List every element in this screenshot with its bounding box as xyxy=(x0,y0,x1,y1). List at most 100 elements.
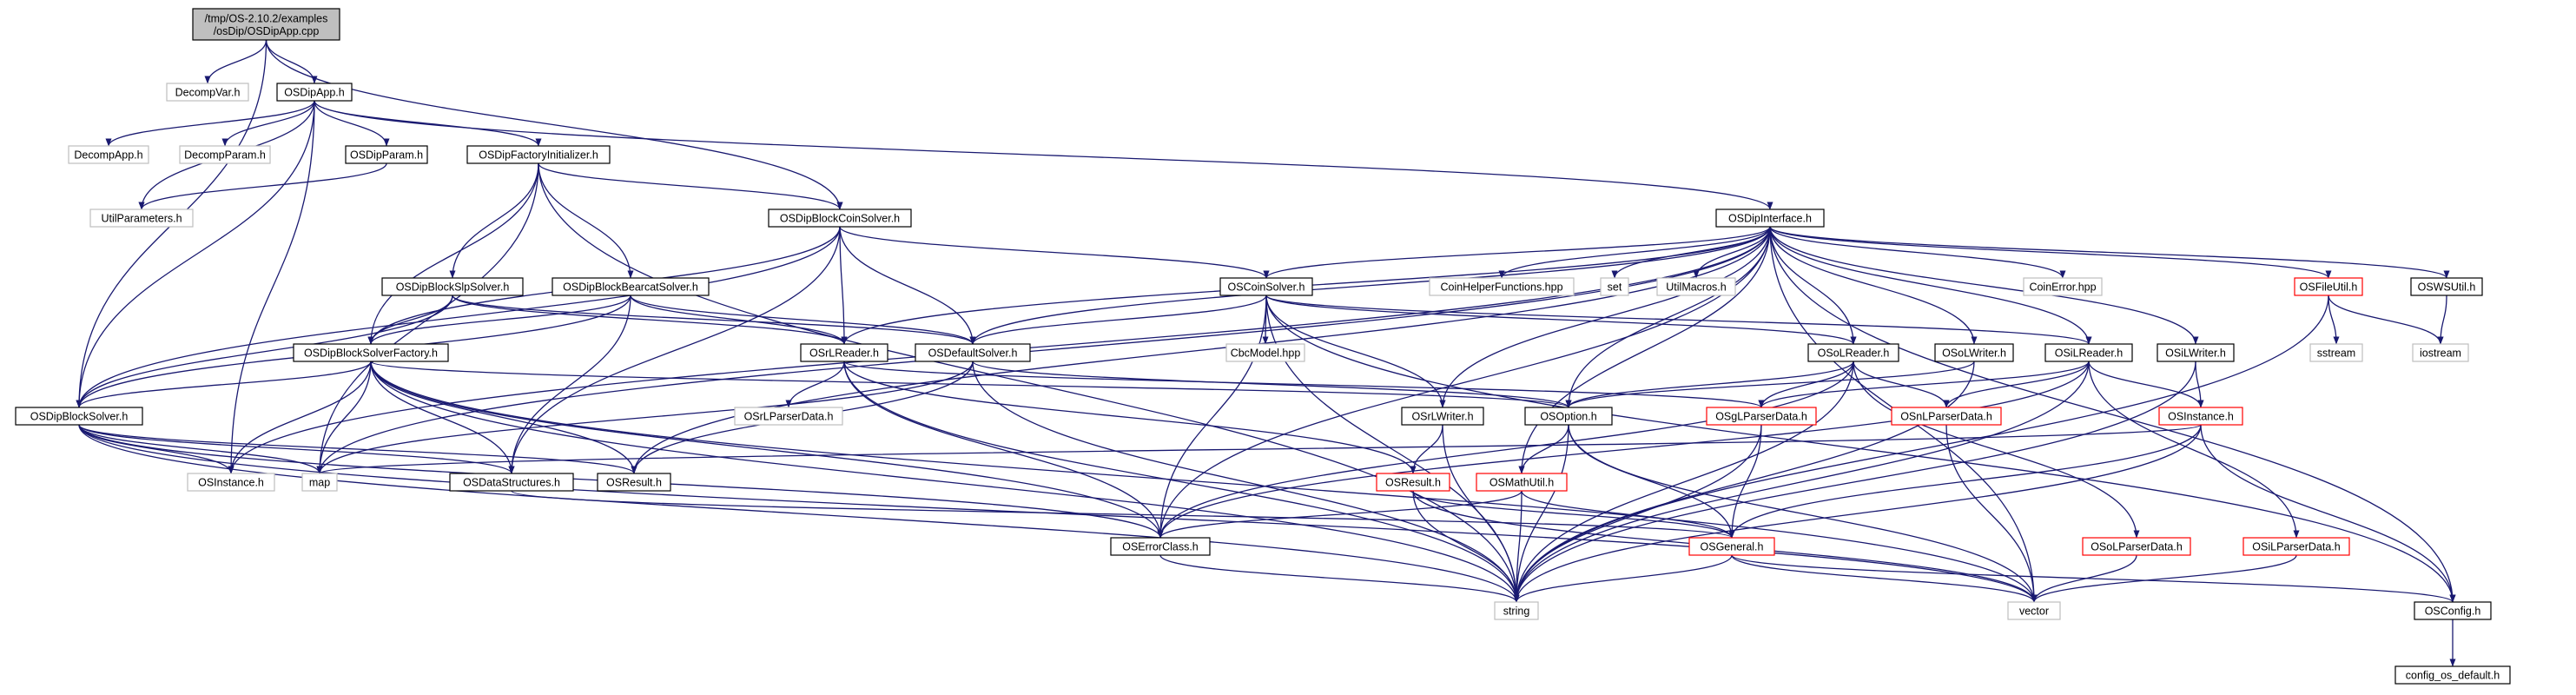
edge-osdipapp-to-osdipparam xyxy=(314,100,390,147)
node-osrlwriter[interactable]: OSrLWriter.h xyxy=(1401,407,1484,426)
node-label-vector: vector xyxy=(2019,606,2049,618)
node-box-osinstance_r xyxy=(2158,407,2243,426)
node-box-osdipinterface xyxy=(1715,208,1825,228)
edge-osdipinterface-to-oscoinsolver xyxy=(1263,226,1771,279)
node-osinstance_r[interactable]: OSInstance.h xyxy=(2158,407,2243,426)
edge-osdipapp-to-decompparam xyxy=(221,100,315,147)
node-osmathutil[interactable]: OSMathUtil.h xyxy=(1476,473,1568,492)
node-label-decompapp: DecompApp.h xyxy=(74,149,142,162)
node-box-vector xyxy=(2007,601,2061,620)
edge-osdipfactoryinit-to-osdipblockcoinsolver xyxy=(538,162,843,210)
node-label-osdipinterface: OSDipInterface.h xyxy=(1728,213,1812,225)
node-label-osinstance_l: OSInstance.h xyxy=(198,477,264,489)
node-osilreader[interactable]: OSiLReader.h xyxy=(2044,343,2133,362)
node-osdipblockslpsolver[interactable]: OSDipBlockSlpSolver.h xyxy=(381,277,524,296)
edge-osolwriter-to-osoption xyxy=(1565,361,1975,408)
edge-oswsutil-to-iostream xyxy=(2437,295,2447,345)
edges-layer xyxy=(76,39,2456,667)
node-osolwriter[interactable]: OSoLWriter.h xyxy=(1934,343,2014,362)
node-osoption[interactable]: OSOption.h xyxy=(1524,407,1613,426)
edge-osinstance_r-to-string xyxy=(1513,424,2202,603)
node-oscoinsolver[interactable]: OSCoinSolver.h xyxy=(1219,277,1313,296)
edge-osdipblockslpsolver-to-osdipblocksolverfactory xyxy=(367,295,453,345)
edge-osdipinterface-to-oswsutil xyxy=(1769,226,2450,279)
node-box-osmathutil xyxy=(1476,473,1568,492)
edge-osdipblockcoinsolver-to-osdipblocksolver xyxy=(76,226,841,408)
node-label-osrlreader: OSrLReader.h xyxy=(809,348,879,360)
edge-osdipapp-to-osdipinterface xyxy=(314,100,1773,210)
node-box-configosdefault xyxy=(2394,665,2511,685)
edge-osdipfactoryinit-to-osdipblocksolverfactory xyxy=(367,162,539,345)
node-box-osinstance_l xyxy=(187,473,275,492)
node-label-osdipblockbearcat: OSDipBlockBearcatSolver.h xyxy=(563,281,698,294)
node-osglparserdata[interactable]: OSgLParserData.h xyxy=(1706,407,1817,426)
edge-osoption-to-osmathutil xyxy=(1518,424,1569,474)
node-box-osglparserdata xyxy=(1706,407,1817,426)
edge-osdipfactoryinit-to-string xyxy=(538,162,1520,603)
node-label-osinstance_r: OSInstance.h xyxy=(2168,411,2234,423)
node-box-oserrorclass xyxy=(1110,537,1211,556)
edge-osmathutil-to-string xyxy=(1513,490,1522,603)
node-osilwriter[interactable]: OSiLWriter.h xyxy=(2157,343,2235,362)
node-box-osolreader xyxy=(1807,343,1899,362)
node-box-osgeneral xyxy=(1688,537,1775,556)
node-label-osdipblockslpsolver: OSDipBlockSlpSolver.h xyxy=(396,281,510,294)
node-osresult_r[interactable]: OSResult.h xyxy=(1376,473,1450,492)
node-box-osdipblocksolver xyxy=(15,407,143,426)
node-oswsutil[interactable]: OSWSUtil.h xyxy=(2410,277,2483,296)
node-osfileutil[interactable]: OSFileUtil.h xyxy=(2294,277,2363,296)
node-label-osmathutil: OSMathUtil.h xyxy=(1489,477,1554,489)
node-box-osdefaultsolver xyxy=(915,343,1031,362)
node-osdipparam[interactable]: OSDipParam.h xyxy=(345,145,428,164)
node-box-sstream xyxy=(2309,343,2363,362)
node-label-utilmacros: UtilMacros.h xyxy=(1666,281,1727,294)
node-cbcmodel: CbcModel.hpp xyxy=(1225,343,1305,362)
node-configosdefault[interactable]: config_os_default.h xyxy=(2394,665,2511,685)
node-label-cbcmodel: CbcModel.hpp xyxy=(1231,348,1301,360)
edge-osdipblocksolverfactory-to-osdatastructures xyxy=(370,361,515,474)
node-osrlparserdata: OSrLParserData.h xyxy=(734,407,843,426)
edge-osolreader-to-osoption xyxy=(1565,361,1854,408)
node-osdipapp[interactable]: OSDipApp.h xyxy=(276,83,353,102)
edge-osdipblocksolverfactory-to-osdipblocksolver xyxy=(76,361,372,408)
node-osdatastructures[interactable]: OSDataStructures.h xyxy=(449,473,574,492)
node-osdipinterface[interactable]: OSDipInterface.h xyxy=(1715,208,1825,228)
node-osdipblocksolver[interactable]: OSDipBlockSolver.h xyxy=(15,407,143,426)
node-osdipfactoryinit[interactable]: OSDipFactoryInitializer.h xyxy=(466,145,611,164)
node-osolreader[interactable]: OSoLReader.h xyxy=(1807,343,1899,362)
node-label-osgeneral: OSGeneral.h xyxy=(1701,541,1764,553)
node-osdipblocksolverfactory[interactable]: OSDipBlockSolverFactory.h xyxy=(293,343,449,362)
edge-osdipapp-to-osdipblocksolver xyxy=(76,100,315,408)
edge-osdipblocksolverfactory-to-vector xyxy=(370,361,2038,603)
node-osrlreader[interactable]: OSrLReader.h xyxy=(800,343,888,362)
node-box-osolparserdata xyxy=(2082,537,2191,556)
node-osilparserdata[interactable]: OSiLParserData.h xyxy=(2242,537,2350,556)
edge-osdipinterface-to-coinerror xyxy=(1769,226,2066,279)
node-utilmacros: UtilMacros.h xyxy=(1656,277,1736,296)
edge-osilreader-to-osnlparserdata xyxy=(1943,361,2090,408)
edge-root-to-osdipblockcoinsolver xyxy=(265,39,843,210)
node-box-root xyxy=(192,8,340,41)
node-osconfig[interactable]: OSConfig.h xyxy=(2414,601,2492,620)
edge-osdipblocksolverfactory-to-map xyxy=(316,361,372,474)
node-osdipblockbearcat[interactable]: OSDipBlockBearcatSolver.h xyxy=(552,277,710,296)
node-label-osresult_l: OSResult.h xyxy=(606,477,662,489)
node-box-osresult_l xyxy=(597,473,671,492)
node-box-osrlparserdata xyxy=(734,407,843,426)
node-label-osilwriter: OSiLWriter.h xyxy=(2165,348,2226,360)
edge-osilreader-to-string xyxy=(1513,361,2090,603)
node-osgeneral[interactable]: OSGeneral.h xyxy=(1688,537,1775,556)
node-box-cbcmodel xyxy=(1225,343,1305,362)
node-osdipblockcoinsolver[interactable]: OSDipBlockCoinSolver.h xyxy=(768,208,912,228)
node-osolparserdata[interactable]: OSoLParserData.h xyxy=(2082,537,2191,556)
edge-osfileutil-to-sstream xyxy=(2328,295,2340,345)
node-osnlparserdata[interactable]: OSnLParserData.h xyxy=(1891,407,2002,426)
node-coinerror: CoinError.hpp xyxy=(2023,277,2103,296)
node-label-osolreader: OSoLReader.h xyxy=(1818,348,1890,360)
edge-oscoinsolver-to-osilreader xyxy=(1265,295,2092,345)
node-osresult_l[interactable]: OSResult.h xyxy=(597,473,671,492)
node-osdefaultsolver[interactable]: OSDefaultSolver.h xyxy=(915,343,1031,362)
edge-osoption-to-string xyxy=(1513,424,1569,603)
node-label-oswsutil: OSWSUtil.h xyxy=(2418,281,2476,294)
node-oserrorclass[interactable]: OSErrorClass.h xyxy=(1110,537,1211,556)
